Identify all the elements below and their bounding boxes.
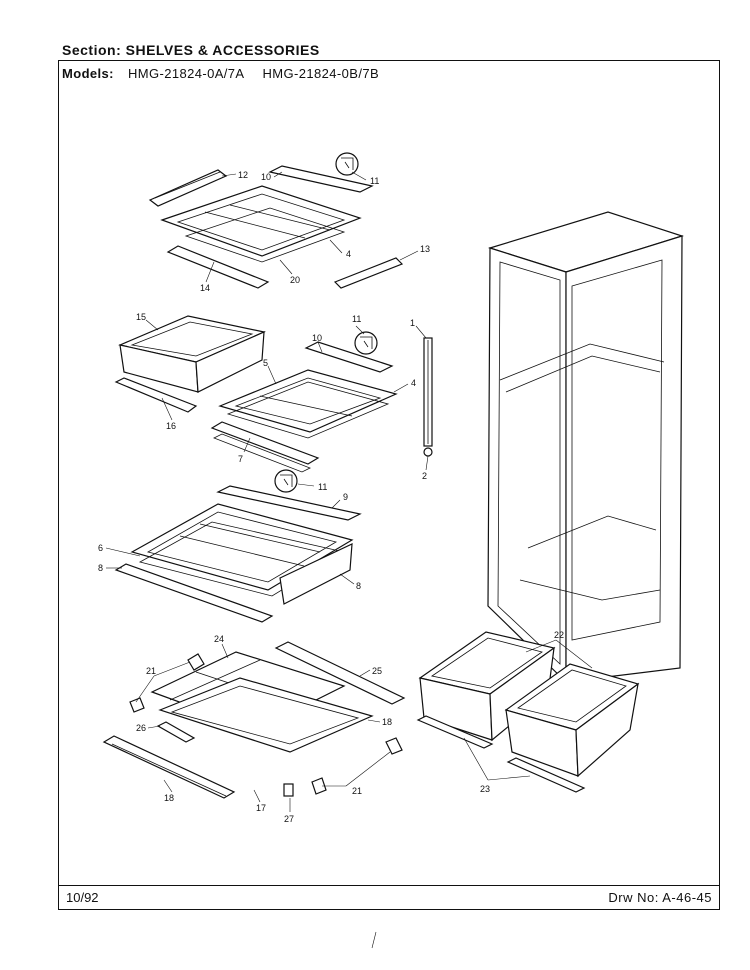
shelf-rail-12 xyxy=(148,169,228,207)
shelf-frame-middle xyxy=(218,369,398,433)
callout-11: 11 xyxy=(318,482,327,492)
shelf-frame-lower xyxy=(130,503,354,591)
callout-18: 18 xyxy=(382,717,392,727)
shelf-bracket-11 xyxy=(335,152,359,176)
callout-13: 13 xyxy=(420,244,430,254)
pen-mark xyxy=(371,931,377,949)
shelf-trim-8 xyxy=(114,543,353,623)
shelf-rail-13 xyxy=(333,257,404,289)
cover-front-trim-18b xyxy=(102,735,236,799)
callout-2: 2 xyxy=(422,471,427,481)
cover-support-26 xyxy=(156,721,196,743)
callout-9: 9 xyxy=(343,492,348,502)
callout-21: 21 xyxy=(352,786,362,796)
callout-17: 17 xyxy=(256,803,266,813)
section-label: Section: xyxy=(62,42,122,58)
crisper-drawer-22-left xyxy=(418,631,556,742)
cover-bracket-21a xyxy=(129,653,205,713)
callout-22: 22 xyxy=(554,630,564,640)
callout-24: 24 xyxy=(214,634,224,644)
crisper-drawer-22-right xyxy=(504,663,640,778)
callout-5: 5 xyxy=(263,358,268,368)
section-title: Section: SHELVES & ACCESSORIES xyxy=(62,42,320,58)
callout-18: 18 xyxy=(164,793,174,803)
callout-8: 8 xyxy=(98,563,103,573)
callout-23: 23 xyxy=(480,784,490,794)
shelf-trim-7 xyxy=(210,421,320,473)
shelf-trim-10b xyxy=(304,341,394,373)
footer-divider xyxy=(58,885,720,886)
callout-11: 11 xyxy=(370,176,379,186)
callout-6: 6 xyxy=(98,543,103,553)
crisper-trim-23 xyxy=(416,715,586,793)
callout-15: 15 xyxy=(136,312,146,322)
callout-leaders xyxy=(105,171,593,812)
callout-10: 10 xyxy=(261,172,271,182)
model-number: HMG-21824-0A/7A xyxy=(127,66,245,81)
cover-bracket-21b xyxy=(311,737,403,795)
callout-14: 14 xyxy=(200,283,210,293)
glass-shelf-5 xyxy=(226,381,390,439)
shelf-trim-10 xyxy=(268,165,374,193)
drawing-number: Drw No: A-46-45 xyxy=(608,890,712,905)
models-label: Models: xyxy=(62,66,114,81)
revision-date: 10/92 xyxy=(66,890,99,905)
drawing-number-value: A-46-45 xyxy=(662,890,712,905)
shelf-frame-top xyxy=(160,185,362,257)
callout-12: 12 xyxy=(238,170,248,180)
callout-25: 25 xyxy=(372,666,382,676)
cover-clip-27 xyxy=(283,783,294,797)
shelf-bracket-11b xyxy=(354,331,378,355)
models-line: Models: HMG-21824-0A/7A HMG-21824-0B/7B xyxy=(62,66,393,81)
crisper-drawer-15 xyxy=(118,315,266,393)
drawing-frame xyxy=(58,60,720,910)
callout-7: 7 xyxy=(238,454,243,464)
model-number: HMG-21824-0B/7B xyxy=(262,66,380,81)
shelf-support-1 xyxy=(423,337,433,457)
callout-16: 16 xyxy=(166,421,176,431)
callout-4: 4 xyxy=(346,249,351,259)
section-name: SHELVES & ACCESSORIES xyxy=(125,42,320,58)
cover-trim-25 xyxy=(274,641,406,705)
callout-4: 4 xyxy=(411,378,416,388)
shelf-bracket-11c xyxy=(274,469,298,493)
callout-8: 8 xyxy=(356,581,361,591)
callout-26: 26 xyxy=(136,723,146,733)
callout-1: 1 xyxy=(410,318,415,328)
drawing-label: Drw No: xyxy=(608,890,659,905)
callout-10: 10 xyxy=(312,333,322,343)
refrigerator-cabinet xyxy=(487,211,684,684)
callout-21: 21 xyxy=(146,666,156,676)
shelf-trim-9 xyxy=(216,485,362,521)
callout-20: 20 xyxy=(290,275,300,285)
cover-frame-18 xyxy=(158,677,374,753)
callout-11: 11 xyxy=(352,314,361,324)
glass-shelf-20 xyxy=(184,207,346,263)
shelf-trim-14 xyxy=(166,245,270,289)
callout-27: 27 xyxy=(284,814,294,824)
